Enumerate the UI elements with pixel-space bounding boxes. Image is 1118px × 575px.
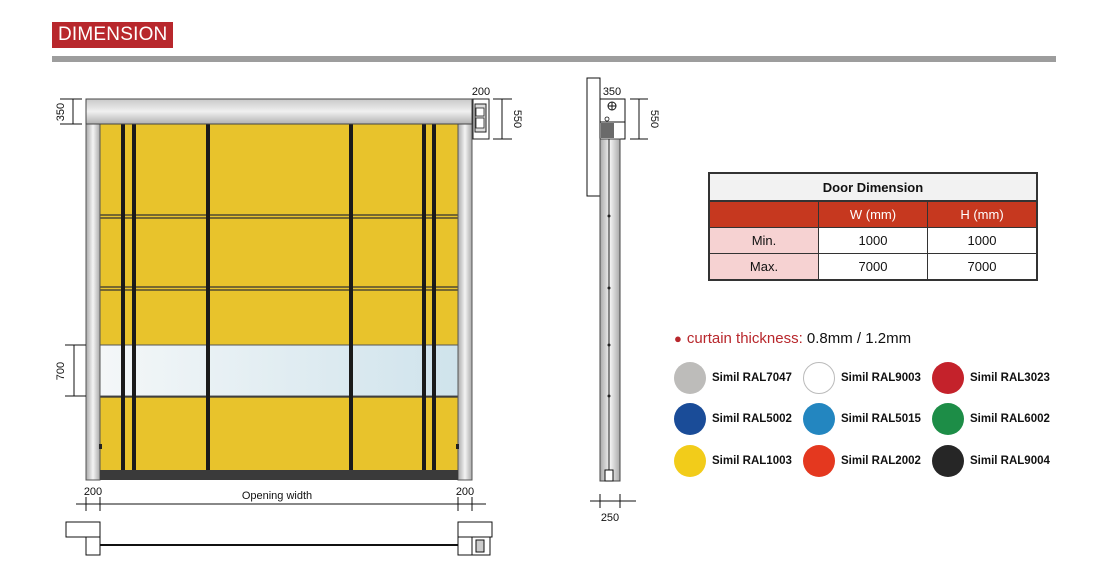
table-row: Max. 7000 7000 <box>708 253 1038 281</box>
swatch-label: Simil RAL9003 <box>841 372 921 384</box>
curtain-straps <box>121 124 436 470</box>
front-view: 350 550 200 700 200 200 Opening width <box>55 86 523 511</box>
color-swatch: Simil RAL2002 <box>803 445 921 477</box>
side-view: 350 550 250 <box>586 77 660 524</box>
side-dim-bottom <box>590 494 636 508</box>
swatch-circle <box>803 362 835 394</box>
left-side-guide <box>85 123 101 481</box>
dim-bottom-line <box>76 497 486 511</box>
thickness-label: curtain thickness: <box>686 330 803 347</box>
swatch-circle <box>803 403 835 435</box>
table-header-row: W (mm) H (mm) <box>708 200 1038 228</box>
color-swatch: Simil RAL5015 <box>803 403 921 435</box>
color-swatch: Simil RAL5002 <box>674 403 792 435</box>
table-row: Min. 1000 1000 <box>708 227 1038 254</box>
swatch-label: Simil RAL3023 <box>970 372 1050 384</box>
curtain-panel <box>100 124 458 470</box>
side-dim-250-label: 250 <box>601 512 619 524</box>
color-swatch: Simil RAL3023 <box>932 362 1050 394</box>
bottom-bar <box>100 470 458 480</box>
page-title: DIMENSION <box>52 22 174 48</box>
color-swatch: Simil RAL9003 <box>803 362 921 394</box>
swatch-circle <box>674 362 706 394</box>
side-dim-550-label: 550 <box>648 110 660 128</box>
dim-motor-height <box>493 98 512 140</box>
row-height-value: 1000 <box>927 227 1038 254</box>
swatch-label: Simil RAL2002 <box>841 455 921 467</box>
dim-200-motor-label: 200 <box>472 86 490 98</box>
row-width-value: 1000 <box>818 227 928 254</box>
dim-700-label: 700 <box>55 362 67 380</box>
bullet-icon: ● <box>674 331 682 346</box>
side-dim-350-label: 350 <box>603 86 621 98</box>
curtain-thickness: ● curtain thickness: 0.8mm / 1.2mm <box>674 330 911 347</box>
dim-window <box>65 344 86 397</box>
color-swatch: Simil RAL9004 <box>932 445 1050 477</box>
top-roller-box <box>85 98 473 125</box>
curtain-section-lines <box>100 214 458 398</box>
row-label: Min. <box>708 227 819 254</box>
motor-unit <box>472 98 490 140</box>
swatch-circle <box>932 403 964 435</box>
side-guide <box>599 138 621 482</box>
side-dim-height <box>630 98 648 140</box>
row-label: Max. <box>708 253 819 281</box>
vision-window <box>99 344 459 397</box>
row-height-value: 7000 <box>927 253 1038 281</box>
color-swatch: Simil RAL7047 <box>674 362 792 394</box>
swatch-circle <box>932 362 964 394</box>
color-swatch: Simil RAL6002 <box>932 403 1050 435</box>
color-swatch: Simil RAL1003 <box>674 445 792 477</box>
dim-200-right-label: 200 <box>456 486 474 498</box>
dim-550-label: 550 <box>511 110 523 128</box>
table-header-h: H (mm) <box>927 200 1038 228</box>
swatch-label: Simil RAL5015 <box>841 413 921 425</box>
header-divider <box>52 56 1056 62</box>
opening-width-label: Opening width <box>242 490 312 502</box>
swatch-label: Simil RAL7047 <box>712 372 792 384</box>
swatch-label: Simil RAL1003 <box>712 455 792 467</box>
side-box <box>586 77 601 197</box>
dim-350-label: 350 <box>55 103 67 121</box>
door-dimension-table: Door Dimension W (mm) H (mm) Min. 1000 1… <box>708 172 1038 281</box>
swatch-circle <box>674 403 706 435</box>
swatch-circle <box>674 445 706 477</box>
swatch-circle <box>803 445 835 477</box>
right-side-guide <box>457 123 473 481</box>
swatch-label: Simil RAL5002 <box>712 413 792 425</box>
plan-view <box>65 521 493 556</box>
row-width-value: 7000 <box>818 253 928 281</box>
swatch-label: Simil RAL6002 <box>970 413 1050 425</box>
table-header-w: W (mm) <box>818 200 928 228</box>
thickness-value: 0.8mm / 1.2mm <box>806 330 912 347</box>
table-title: Door Dimension <box>708 172 1038 202</box>
swatch-circle <box>932 445 964 477</box>
table-header-blank <box>708 200 819 228</box>
swatch-label: Simil RAL9004 <box>970 455 1050 467</box>
dim-200-left-label: 200 <box>84 486 102 498</box>
dim-top-left <box>60 98 82 125</box>
